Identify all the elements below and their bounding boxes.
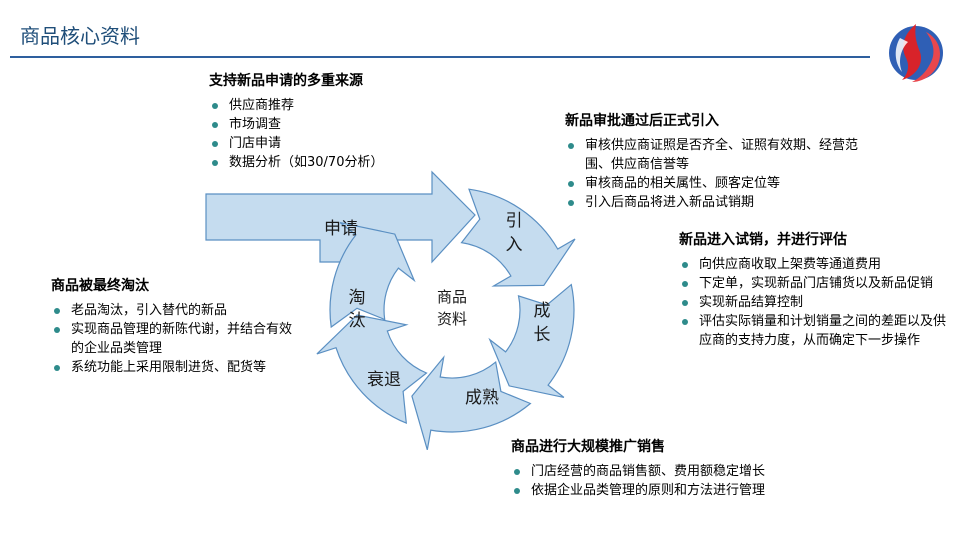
list-item: 向供应商收取上架费等通道费用 bbox=[679, 255, 949, 274]
center-label-line2: 资料 bbox=[437, 310, 467, 328]
stage-label-grow-2: 长 bbox=[534, 325, 551, 345]
list-item: 老品淘汰，引入替代的新品 bbox=[51, 301, 301, 320]
stage-label-out-1: 淘 bbox=[349, 288, 366, 308]
stage-label-intro-2: 入 bbox=[506, 235, 523, 255]
stage-label-intro-1: 引 bbox=[506, 211, 523, 231]
arrow-eliminate bbox=[329, 222, 416, 329]
stage-label-out-2: 汰 bbox=[349, 311, 366, 331]
list-item: 引入后商品将进入新品试销期 bbox=[565, 193, 865, 212]
list-item: 实现商品管理的新陈代谢，并结合有效的企业品类管理 bbox=[51, 320, 301, 358]
arrow-apply bbox=[205, 170, 476, 264]
arrow-mature bbox=[411, 355, 532, 450]
list-item: 门店经营的商品销售额、费用额稳定增长 bbox=[511, 462, 841, 481]
list-item: 评估实际销量和计划销量之间的差距以及供应商的支持力度，从而确定下一步操作 bbox=[679, 312, 949, 350]
arrow-grow bbox=[488, 283, 575, 398]
section-intro: 新品审批通过后正式引入 审核供应商证照是否齐全、证照有效期、经营范围、供应商信誉… bbox=[565, 112, 865, 212]
list-item: 实现新品结算控制 bbox=[679, 293, 949, 312]
arrow-decline bbox=[316, 314, 428, 425]
page-title: 商品核心资料 bbox=[20, 24, 140, 48]
list-item: 审核商品的相关属性、顾客定位等 bbox=[565, 174, 865, 193]
stage-label-grow-1: 成 bbox=[534, 301, 551, 321]
list-item: 审核供应商证照是否齐全、证照有效期、经营范围、供应商信誉等 bbox=[565, 136, 865, 174]
list-item: 下定单，实现新品门店铺货以及新品促销 bbox=[679, 274, 949, 293]
brand-logo bbox=[889, 24, 943, 82]
center-label-line1: 商品 bbox=[437, 288, 467, 306]
section-trial-heading: 新品进入试销，并进行评估 bbox=[679, 232, 847, 248]
stage-label-apply: 申请 bbox=[324, 219, 358, 239]
list-item: 数据分析（如30/70分析） bbox=[209, 153, 449, 172]
list-item: 门店申请 bbox=[209, 134, 449, 153]
arrow-intro bbox=[460, 188, 576, 287]
stage-label-decline: 衰退 bbox=[367, 370, 401, 390]
list-item: 系统功能上采用限制进货、配货等 bbox=[51, 358, 301, 377]
list-item: 市场调查 bbox=[209, 115, 449, 134]
section-promote-heading: 商品进行大规模推广销售 bbox=[511, 439, 665, 455]
stage-label-mature: 成熟 bbox=[465, 387, 499, 408]
section-promote: 商品进行大规模推广销售 门店经营的商品销售额、费用额稳定增长 依据企业品类管理的… bbox=[511, 438, 841, 500]
cycle-arrows bbox=[205, 170, 576, 450]
list-item: 依据企业品类管理的原则和方法进行管理 bbox=[511, 481, 841, 500]
section-trial: 新品进入试销，并进行评估 向供应商收取上架费等通道费用 下定单，实现新品门店铺货… bbox=[679, 231, 949, 350]
section-eliminate: 商品被最终淘汰 老品淘汰，引入替代的新品 实现商品管理的新陈代谢，并结合有效的企… bbox=[51, 277, 301, 377]
section-eliminate-heading: 商品被最终淘汰 bbox=[51, 278, 149, 294]
list-item: 供应商推荐 bbox=[209, 96, 449, 115]
section-apply-heading: 支持新品申请的多重来源 bbox=[209, 73, 363, 89]
section-apply: 支持新品申请的多重来源 供应商推荐 市场调查 门店申请 数据分析（如30/70分… bbox=[209, 72, 449, 172]
title-divider bbox=[10, 56, 870, 58]
section-intro-heading: 新品审批通过后正式引入 bbox=[565, 113, 719, 129]
